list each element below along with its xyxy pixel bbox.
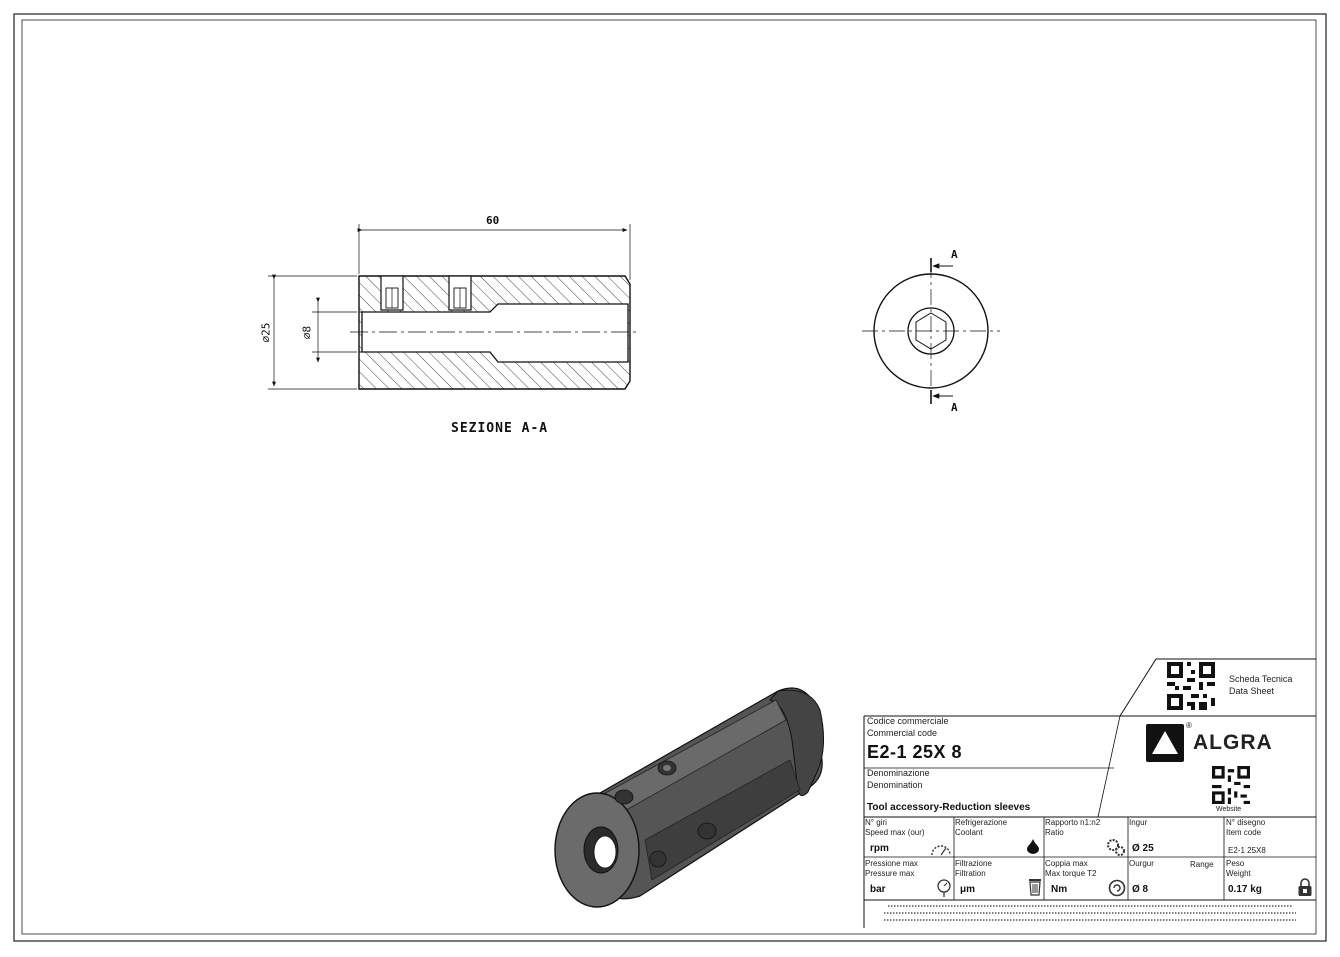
filtration-label-it: Filtrazione <box>955 859 992 868</box>
range-label: Range <box>1190 860 1214 869</box>
coolant-label-en: Coolant <box>955 828 983 837</box>
input-value: Ø 25 <box>1132 843 1154 854</box>
weight-value: 0.17 kg <box>1228 884 1262 895</box>
section-view <box>268 224 640 390</box>
length-dimension-label: 60 <box>486 214 500 227</box>
speed-label-en: Speed max (our) <box>865 828 925 837</box>
output-value: Ø 8 <box>1132 884 1149 895</box>
pressure-label-en: Pressure max <box>865 869 915 878</box>
end-view <box>862 258 1000 404</box>
gear-ratio-icon <box>1106 838 1126 861</box>
input-label: Ingur <box>1129 818 1148 827</box>
title-block-grid <box>863 658 1316 928</box>
torque-label-en: Max torque T2 <box>1045 869 1097 878</box>
commercial-code-label-en: Commercial code <box>867 728 938 738</box>
commercial-code-value: E2-1 25X 8 <box>867 742 963 762</box>
pressure-gauge-icon <box>936 878 952 903</box>
drawing-no-label-it: N° disegno <box>1226 818 1266 827</box>
commercial-code-label-it: Codice commerciale <box>867 716 949 726</box>
weight-label-en: Weight <box>1226 869 1251 878</box>
torque-value: Nm <box>1051 884 1068 895</box>
output-label: Ourgur <box>1129 859 1154 868</box>
datasheet-label-it: Scheda Tecnica <box>1229 674 1293 684</box>
torque-label-it: Coppia max <box>1045 859 1088 868</box>
coolant-label-it: Refrigerazione <box>955 818 1008 827</box>
outer-diameter-label: ⌀25 <box>259 322 273 343</box>
website-label: Website <box>1216 806 1242 813</box>
footer-fine-print <box>884 905 1296 921</box>
ratio-label-en: Ratio <box>1045 828 1064 837</box>
brand-name: ALGRA <box>1193 731 1273 754</box>
qr-code-icon[interactable] <box>1167 662 1215 710</box>
speed-gauge-icon <box>930 842 952 861</box>
weight-lock-icon <box>1297 878 1313 902</box>
inner-diameter-label: ⌀8 <box>300 325 314 340</box>
weight-label-it: Peso <box>1226 859 1245 868</box>
inner-frame <box>21 19 1317 935</box>
algra-triangle-logo-icon <box>1145 723 1185 763</box>
section-marker-bottom: A <box>951 401 958 414</box>
torque-icon <box>1108 879 1126 902</box>
datasheet-label-en: Data Sheet <box>1229 686 1275 696</box>
outer-frame <box>13 13 1327 942</box>
pressure-label-it: Pressione max <box>865 859 918 868</box>
drawing-no-label-en: Item code <box>1226 828 1262 837</box>
isometric-part <box>554 687 824 908</box>
website-qr-code-icon[interactable] <box>1212 766 1250 804</box>
denomination-label-en: Denomination <box>867 780 923 790</box>
section-marker-top: A <box>951 248 958 261</box>
coolant-drop-icon <box>1025 838 1041 859</box>
denomination-value: Tool accessory-Reduction sleeves <box>867 802 1031 813</box>
filter-bin-icon <box>1028 878 1042 901</box>
pressure-value: bar <box>870 884 886 895</box>
drawing-no-value: E2-1 25X8 <box>1228 846 1266 855</box>
ratio-label-it: Rapporto n1:n2 <box>1045 818 1101 827</box>
registered-mark: ® <box>1186 721 1192 730</box>
speed-value: rpm <box>870 843 889 854</box>
speed-label-it: N° giri <box>865 818 887 827</box>
section-title: SEZIONE A-A <box>451 421 549 436</box>
filtration-label-en: Filtration <box>955 869 986 878</box>
filtration-value: μm <box>960 884 976 895</box>
denomination-label-it: Denominazione <box>867 768 930 778</box>
